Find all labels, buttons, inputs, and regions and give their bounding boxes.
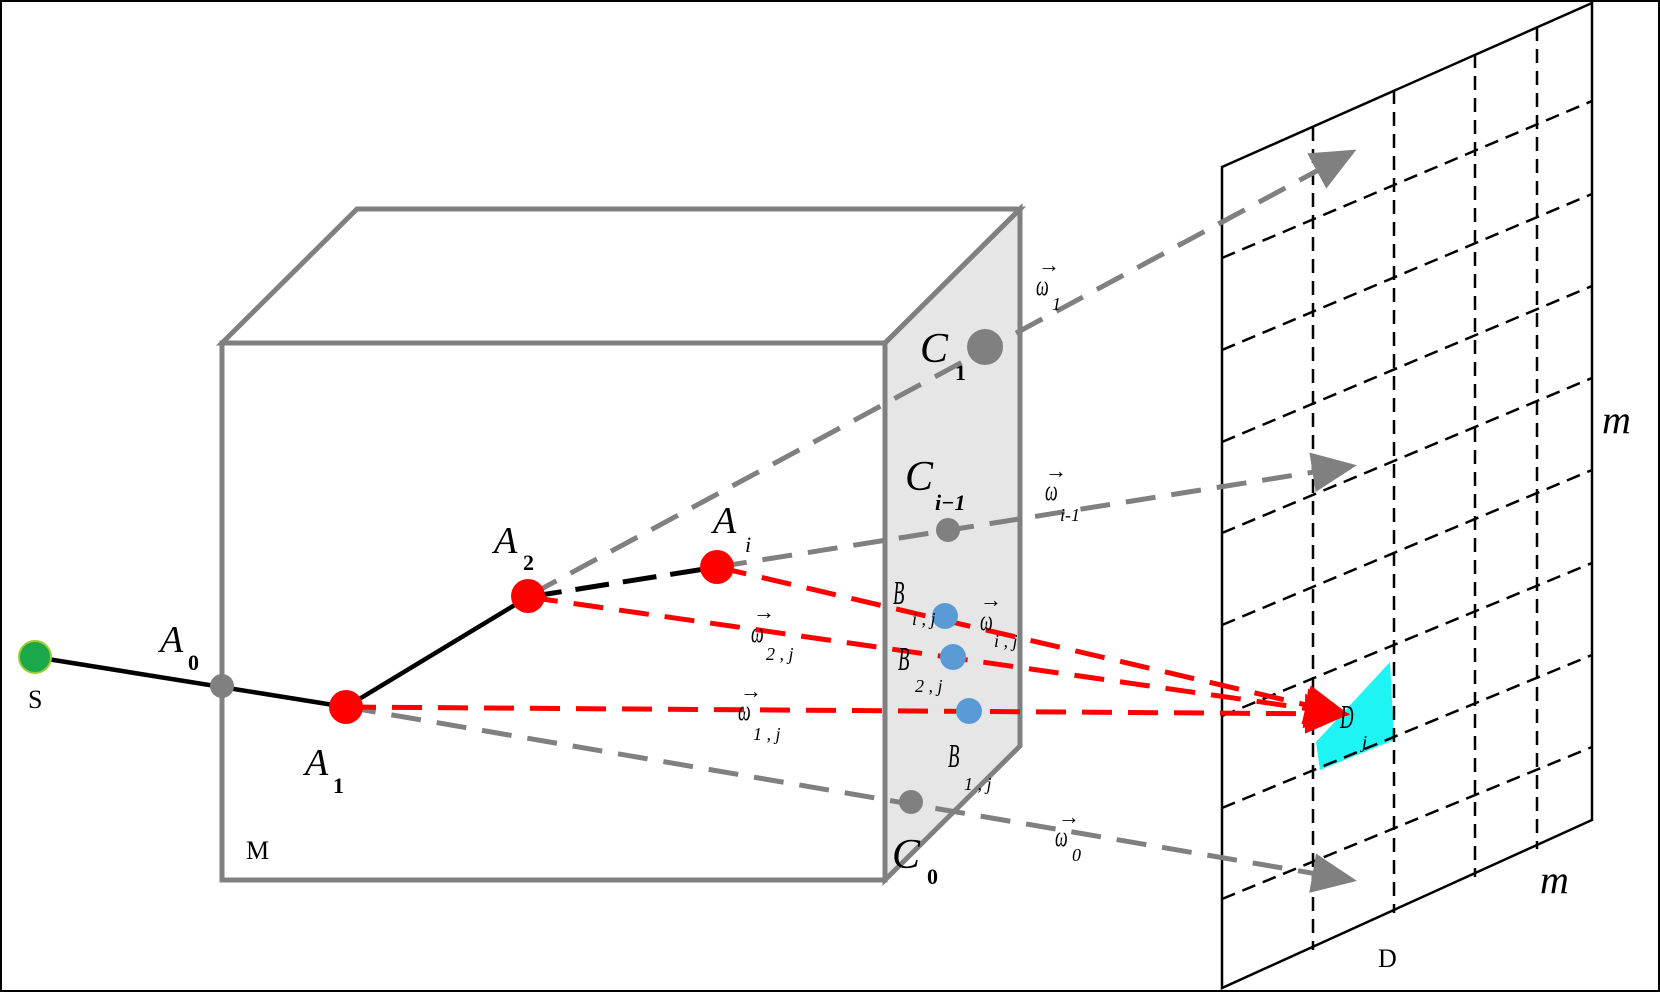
label-bij: B i , j (893, 574, 936, 629)
detect-ray-ij (716, 564, 1350, 725)
point-b1j (956, 698, 982, 724)
source-label: S (28, 685, 42, 714)
svg-text:i , j: i , j (912, 609, 936, 629)
point-c1 (967, 329, 1003, 365)
detector-highlight-pixel (1316, 662, 1394, 770)
point-a1 (329, 690, 363, 724)
label-omega-2j: → ω 2 , j (751, 599, 794, 664)
point-a2 (511, 579, 545, 613)
source-point (18, 640, 52, 674)
svg-text:ω: ω (1036, 270, 1049, 303)
svg-text:A: A (157, 619, 184, 661)
detect-ray-1j (345, 693, 1350, 734)
svg-text:i , j: i , j (994, 631, 1018, 651)
medium-label: M (246, 836, 269, 865)
label-c1: C 1 (920, 326, 966, 385)
path-segment-s-a1 (34, 654, 347, 710)
svg-text:0: 0 (188, 650, 199, 675)
detector-grid (1220, 1, 1594, 990)
svg-text:ω: ω (980, 605, 993, 638)
point-b2j (940, 644, 966, 670)
svg-text:A: A (491, 520, 518, 562)
box-top-face (215, 206, 1027, 346)
path-segment-a1-a2 (344, 595, 530, 709)
box-front-face (219, 340, 888, 883)
label-b1j: B 1 , j (948, 737, 992, 794)
point-ci1 (936, 518, 960, 542)
svg-text:1 , j: 1 , j (964, 774, 992, 794)
point-bij (932, 603, 958, 629)
svg-text:→: → (1045, 458, 1067, 483)
svg-text:B: B (893, 574, 905, 611)
svg-text:0: 0 (927, 864, 938, 889)
svg-text:→: → (740, 678, 762, 703)
svg-text:2: 2 (523, 550, 534, 575)
svg-text:j: j (1360, 732, 1367, 752)
label-omega-i1: → ω i-1 (1045, 458, 1080, 525)
svg-text:ω: ω (738, 695, 751, 728)
svg-text:2 , j: 2 , j (915, 676, 943, 696)
svg-text:2 , j: 2 , j (766, 644, 794, 664)
escape-ray-0 (345, 704, 1357, 893)
label-dj: D j (1339, 698, 1367, 752)
label-b2j: B 2 , j (898, 640, 943, 696)
label-omega-1: → ω 1 (1036, 252, 1061, 314)
svg-text:B: B (948, 737, 960, 774)
label-c0: C 0 (892, 832, 938, 889)
svg-text:A: A (302, 742, 329, 784)
label-a2: A 2 (491, 520, 534, 575)
svg-text:C: C (920, 326, 949, 372)
path-segment-a2-ai (527, 564, 718, 600)
svg-text:→: → (1038, 252, 1060, 277)
svg-text:→: → (753, 599, 775, 624)
label-a0: A 0 (157, 619, 199, 675)
svg-text:1: 1 (333, 773, 344, 798)
svg-text:i-1: i-1 (1060, 505, 1080, 525)
svg-text:1: 1 (1052, 294, 1061, 314)
svg-text:→: → (980, 587, 1002, 612)
detector-side-m-right: m (1602, 397, 1631, 442)
point-ai (700, 550, 734, 584)
label-ai: A i (710, 500, 751, 557)
svg-text:C: C (892, 832, 921, 878)
label-omega-0: → ω 0 (1055, 804, 1081, 865)
svg-text:ω: ω (1045, 475, 1058, 508)
label-omega-ij: → ω i , j (980, 587, 1018, 651)
detect-rays (345, 564, 1350, 734)
svg-text:→: → (1058, 804, 1080, 829)
photon-path (34, 564, 718, 710)
box-right-face (882, 202, 1023, 887)
point-a0 (210, 674, 234, 698)
svg-text:ω: ω (1055, 821, 1068, 854)
label-omega-1j: → ω 1 , j (738, 678, 781, 744)
escape-rays (345, 149, 1357, 893)
detector-grid-lines (1221, 27, 1593, 950)
point-c0 (899, 790, 923, 814)
svg-text:1 , j: 1 , j (753, 724, 781, 744)
svg-text:i: i (745, 532, 751, 557)
escape-ray-1 (528, 149, 1357, 598)
svg-text:D: D (1339, 698, 1353, 735)
svg-text:A: A (710, 500, 737, 542)
label-a1: A 1 (302, 742, 344, 798)
svg-text:B: B (898, 640, 910, 677)
svg-text:0: 0 (1072, 845, 1081, 865)
escape-ray-i1 (716, 452, 1357, 570)
label-ci1: C i−1 (905, 454, 965, 515)
svg-text:i−1: i−1 (935, 490, 965, 515)
svg-text:C: C (905, 454, 934, 500)
detector-side-m-bottom: m (1540, 857, 1569, 902)
svg-text:1: 1 (955, 360, 966, 385)
svg-text:ω: ω (751, 617, 764, 650)
detector-label: D (1378, 944, 1397, 973)
